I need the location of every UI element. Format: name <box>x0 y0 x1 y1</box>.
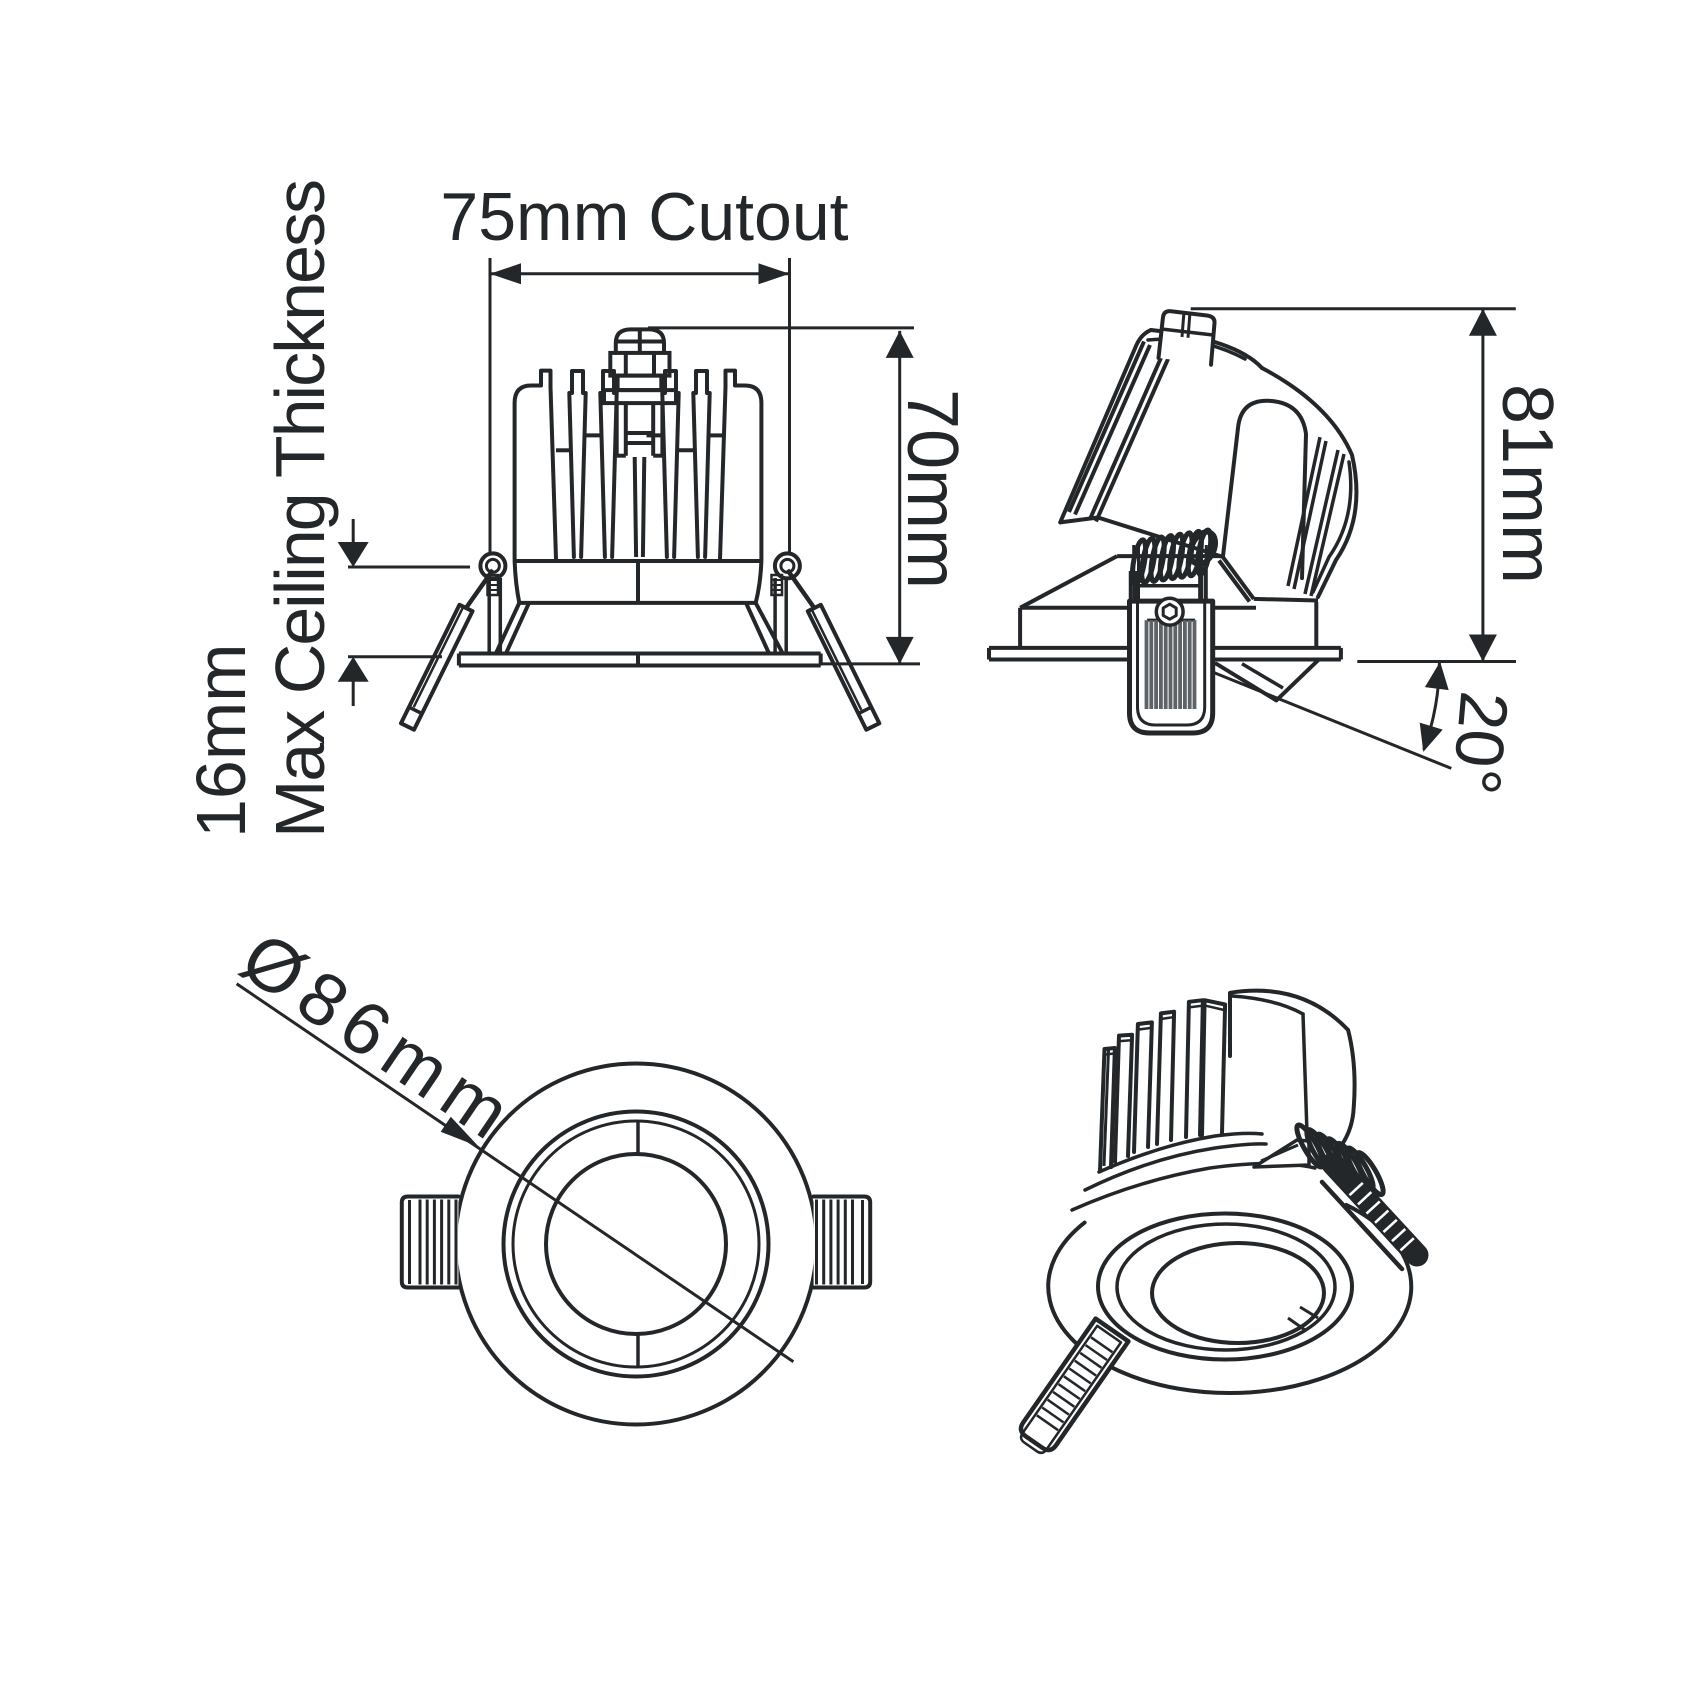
svg-text:16mm: 16mm <box>182 644 260 838</box>
svg-text:81mm: 81mm <box>1487 384 1567 584</box>
svg-text:20°: 20° <box>1438 688 1523 797</box>
svg-text:Max Ceiling Thickness: Max Ceiling Thickness <box>261 181 339 838</box>
svg-text:75mm Cutout: 75mm Cutout <box>440 179 848 255</box>
svg-text:70mm: 70mm <box>892 389 972 589</box>
